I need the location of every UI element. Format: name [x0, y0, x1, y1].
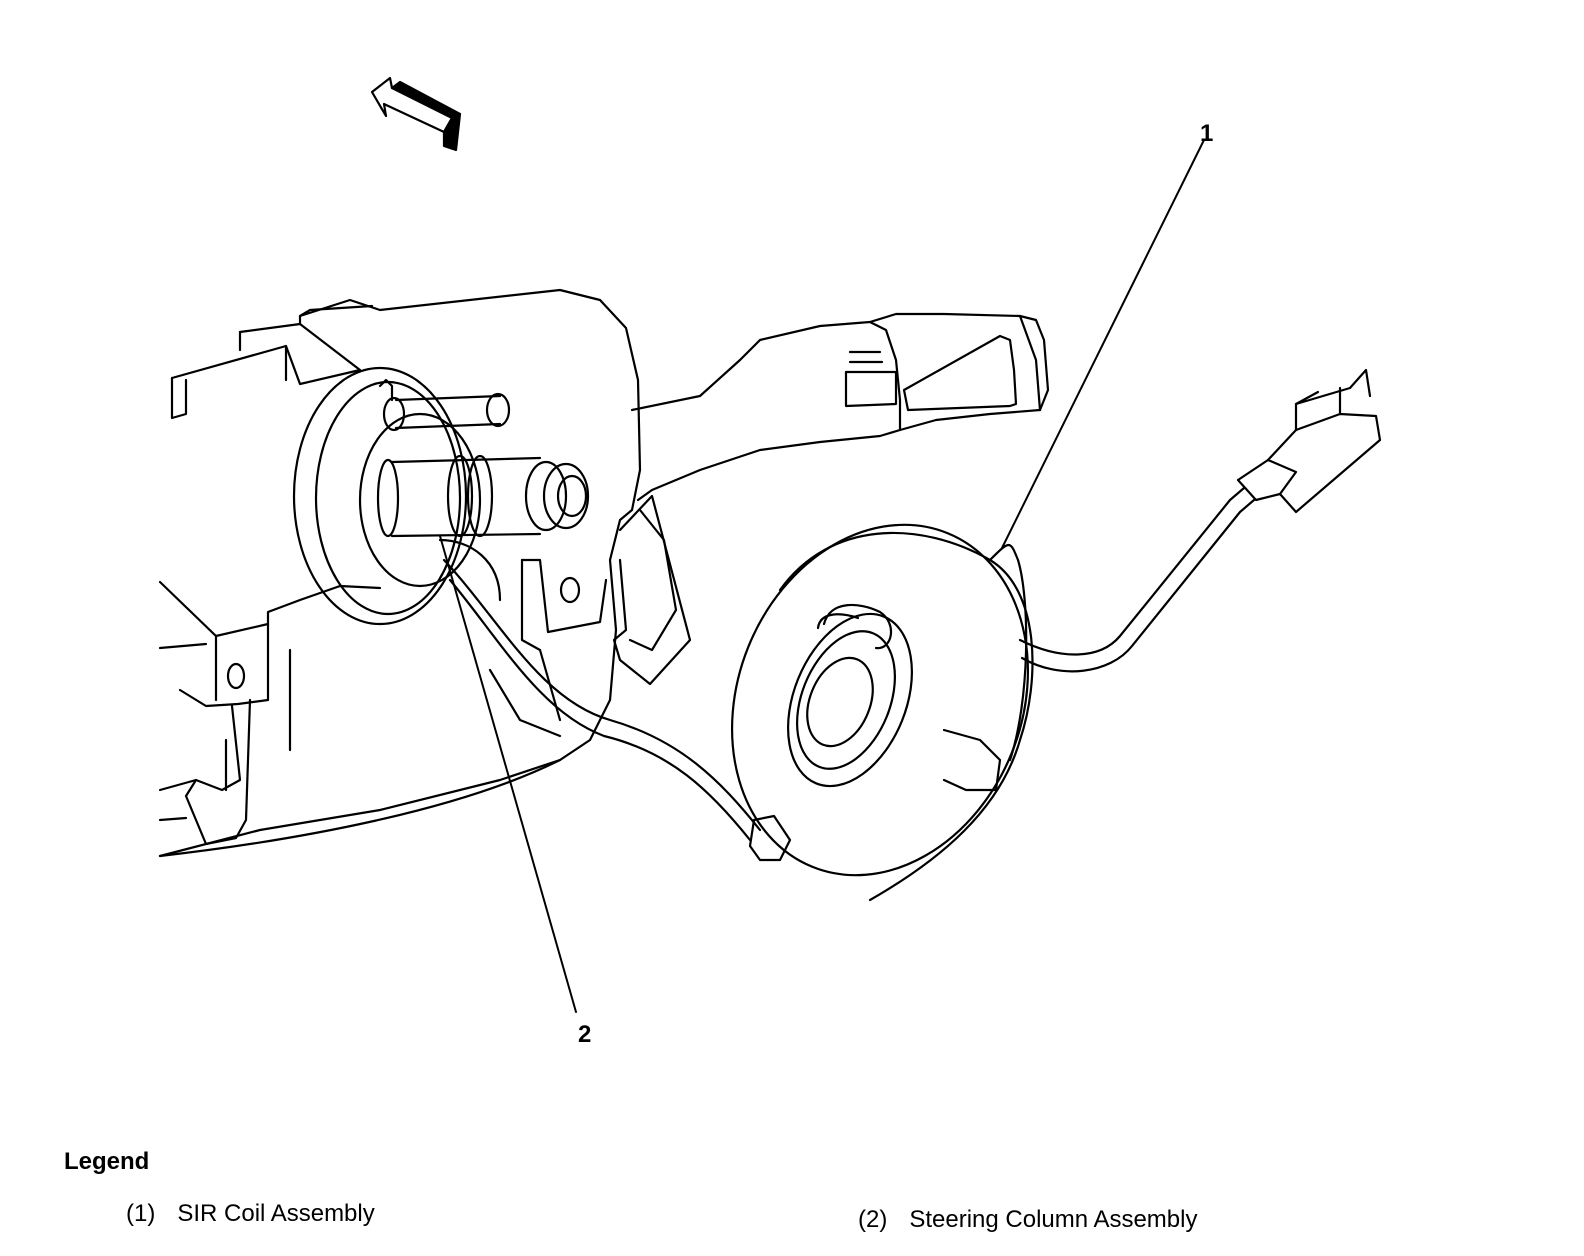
leader-line-1: [1001, 139, 1205, 549]
legend-item-steering-column: (2) Steering Column Assembly: [858, 1206, 1197, 1234]
legend-item-sir-coil: (1) SIR Coil Assembly: [126, 1200, 375, 1228]
legend-item-label: SIR Coil Assembly: [177, 1200, 375, 1227]
callout-1: 1: [1200, 120, 1213, 147]
steering-column-diagram: 1 2: [158, 76, 1382, 1048]
legend-title: Legend: [64, 1148, 150, 1175]
legend-item-number: (2): [858, 1206, 888, 1233]
leader-line-2: [439, 535, 577, 1013]
sir-coil-assembly: [442, 368, 1382, 902]
steering-column-assembly: [158, 288, 1050, 858]
legend-item-label: Steering Column Assembly: [909, 1206, 1198, 1233]
direction-arrow-icon: [370, 76, 462, 152]
legend-item-number: (1): [126, 1200, 156, 1227]
callout-2: 2: [578, 1021, 591, 1048]
